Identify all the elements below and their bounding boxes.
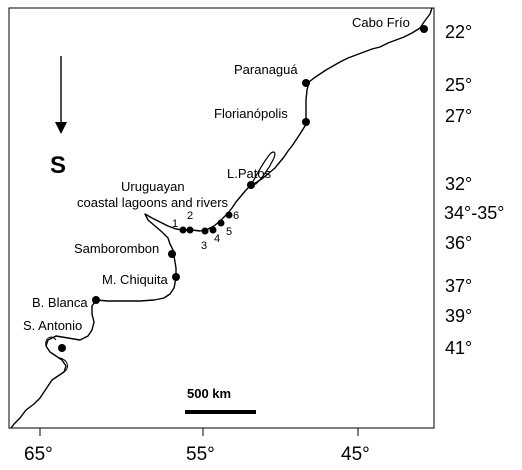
lat-label-22: 22° (445, 22, 472, 42)
site-marker-uruguay-4 (209, 226, 217, 234)
label-cabo-frio: Cabo Frío (352, 15, 410, 30)
lat-label-41: 41° (445, 338, 472, 358)
lagoa-dos-patos (249, 151, 276, 186)
lon-label-55: 55° (186, 444, 215, 465)
label-florianopolis: Florianópolis (214, 106, 288, 121)
label-mchiquita: M. Chiquita (102, 272, 169, 287)
lat-label-25: 25° (445, 75, 472, 95)
label-santonio: S. Antonio (23, 318, 82, 333)
site-marker-florianopolis (302, 118, 310, 126)
lon-label-45: 45° (341, 444, 370, 465)
label-uruguayan-line2: coastal lagoons and rivers (77, 195, 229, 210)
lat-label-27: 27° (445, 106, 472, 126)
label-paranagua: Paranaguá (234, 62, 298, 77)
site-marker-cabo-frio (420, 25, 428, 33)
scale-bar-label: 500 km (187, 386, 231, 401)
label-bblanca: B. Blanca (32, 295, 88, 310)
orientation-arrow-icon (55, 122, 67, 134)
site-marker-uruguay-1 (179, 226, 187, 234)
site-marker-santonio (58, 344, 66, 352)
uruguay-site-number-2: 2 (187, 210, 193, 222)
site-marker-mchiquita (172, 273, 180, 281)
site-marker-paranagua (302, 79, 310, 87)
map-frame (8, 7, 435, 429)
lat-label-36: 36° (445, 233, 472, 253)
label-lpatos: L.Patos (227, 166, 272, 181)
uruguay-site-number-4: 4 (214, 233, 220, 245)
lat-label-37: 37° (445, 276, 472, 296)
label-samborombon: Samborombon (74, 241, 159, 256)
uruguay-site-number-5: 5 (226, 226, 232, 238)
lat-label-39: 39° (445, 306, 472, 326)
label-uruguayan-line1: Uruguayan (121, 179, 185, 194)
site-marker-bblanca (92, 296, 100, 304)
site-marker-uruguay-2 (186, 226, 194, 234)
coastal-inlet (45, 336, 68, 373)
uruguay-site-number-6: 6 (233, 210, 239, 222)
lat-label-32: 32° (445, 174, 472, 194)
lat-label-34-35: 34°-35° (444, 203, 504, 223)
site-marker-uruguay-6 (225, 211, 233, 219)
uruguay-site-number-1: 1 (172, 218, 178, 230)
coastline (10, 7, 433, 429)
site-marker-lpatos (247, 181, 255, 189)
site-marker-samborombon (168, 250, 176, 258)
uruguay-site-number-3: 3 (201, 240, 207, 252)
site-marker-uruguay-3 (201, 227, 209, 235)
lon-label-65: 65° (24, 444, 53, 465)
orientation-label: S (50, 152, 66, 179)
site-marker-uruguay-5 (217, 219, 225, 227)
